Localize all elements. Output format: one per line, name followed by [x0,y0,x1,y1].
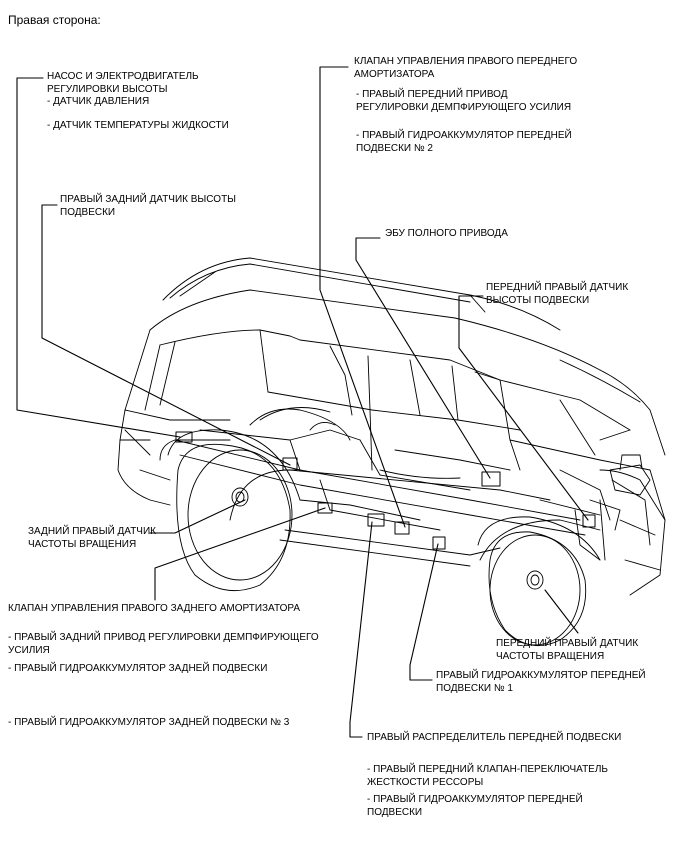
roof [149,257,601,371]
label-rear-accumulator: - ПРАВЫЙ ГИДРОАККУМУЛЯТОР ЗАДНЕЙ ПОДВЕСК… [8,663,268,674]
label-front-accumulator-1: ПРАВЫЙ ГИДРОАККУМУЛЯТОР ПЕРЕДНЕЙ ПОДВЕСК… [436,670,646,694]
leader-awd-ecu [355,237,491,479]
label-front-height: ПЕРЕДНИЙ ПРАВЫЙ ДАТЧИК ВЫСОТЫ ПОДВЕСКИ [486,282,629,306]
label-rear-height: ПРАВЫЙ ЗАДНИЙ ДАТЧИК ВЫСОТЫ ПОДВЕСКИ [60,194,237,218]
leader-front-height [458,295,589,521]
front-distributor-component [367,513,385,527]
label-front-speed: ПЕРЕДНИЙ ПРАВЫЙ ДАТЧИК ЧАСТОТЫ ВРАЩЕНИЯ [496,638,639,662]
label-pump: НАСОС И ЭЛЕКТРОДВИГАТЕЛЬ РЕГУЛИРОВКИ ВЫС… [47,71,199,107]
label-fluid-temp: - ДАТЧИК ТЕМПЕРАТУРЫ ЖИДКОСТИ [47,120,229,131]
leader-front-shock-valve [319,66,406,528]
label-rear-speed: ЗАДНИЙ ПРАВЫЙ ДАТЧИК ЧАСТОТЫ ВРАЩЕНИЯ [28,526,156,550]
leader-pump [16,77,181,438]
rear-pump-component [175,431,193,443]
leader-front-distributor [349,521,373,738]
leader-rear-shock-valve [154,507,326,601]
vehicle-body [117,329,666,596]
label-awd-ecu: ЭБУ ПОЛНОГО ПРИВОДА [385,228,508,239]
label-front-shock-valve: КЛАПАН УПРАВЛЕНИЯ ПРАВОГО ПЕРЕДНЕГО АМОР… [354,56,578,80]
label-rear-damping-actuator: - ПРАВЫЙ ЗАДНИЙ ПРИВОД РЕГУЛИРОВКИ ДЕМПФ… [8,632,319,656]
leader-lines [16,66,589,738]
front-shock-valve-component [394,521,410,535]
awd-ecu-component [481,471,501,487]
label-front-distributor: ПРАВЫЙ РАСПРЕДЕЛИТЕЛЬ ПЕРЕДНЕЙ ПОДВЕСКИ [367,732,622,743]
label-rear-shock-valve: КЛАПАН УПРАВЛЕНИЯ ПРАВОГО ЗАДНЕГО АМОРТИ… [8,603,301,614]
label-front-spring-valve: - ПРАВЫЙ ПЕРЕДНИЙ КЛАПАН-ПЕРЕКЛЮЧАТЕЛЬ Ж… [367,764,608,788]
rear-height-sensor-component [282,457,298,471]
leader-front-speed [544,589,579,634]
chassis-frame [174,407,651,561]
label-rear-accumulator-3: - ПРАВЫЙ ГИДРОАККУМУЛЯТОР ЗАДНЕЙ ПОДВЕСК… [8,717,290,728]
front-accumulator-1-component [432,536,446,550]
label-front-damping-actuator: - ПРАВЫЙ ПЕРЕДНИЙ ПРИВОД РЕГУЛИРОВКИ ДЕМ… [356,89,572,113]
rear-shock-valve-component [317,502,333,514]
leader-rear-speed [149,499,246,534]
components [175,431,596,550]
leader-rear-height [41,204,291,466]
label-front-accumulator: - ПРАВЫЙ ГИДРОАККУМУЛЯТОР ПЕРЕДНЕЙ ПОДВЕ… [367,794,583,818]
page-title: Правая сторона: [8,13,101,27]
label-front-accumulator-2: - ПРАВЫЙ ГИДРОАККУМУЛЯТОР ПЕРЕДНЕЙ ПОДВЕ… [356,130,572,154]
leader-front-accumulator-1 [409,543,439,681]
front-height-sensor-component [582,514,596,528]
front-wheel [477,516,601,647]
